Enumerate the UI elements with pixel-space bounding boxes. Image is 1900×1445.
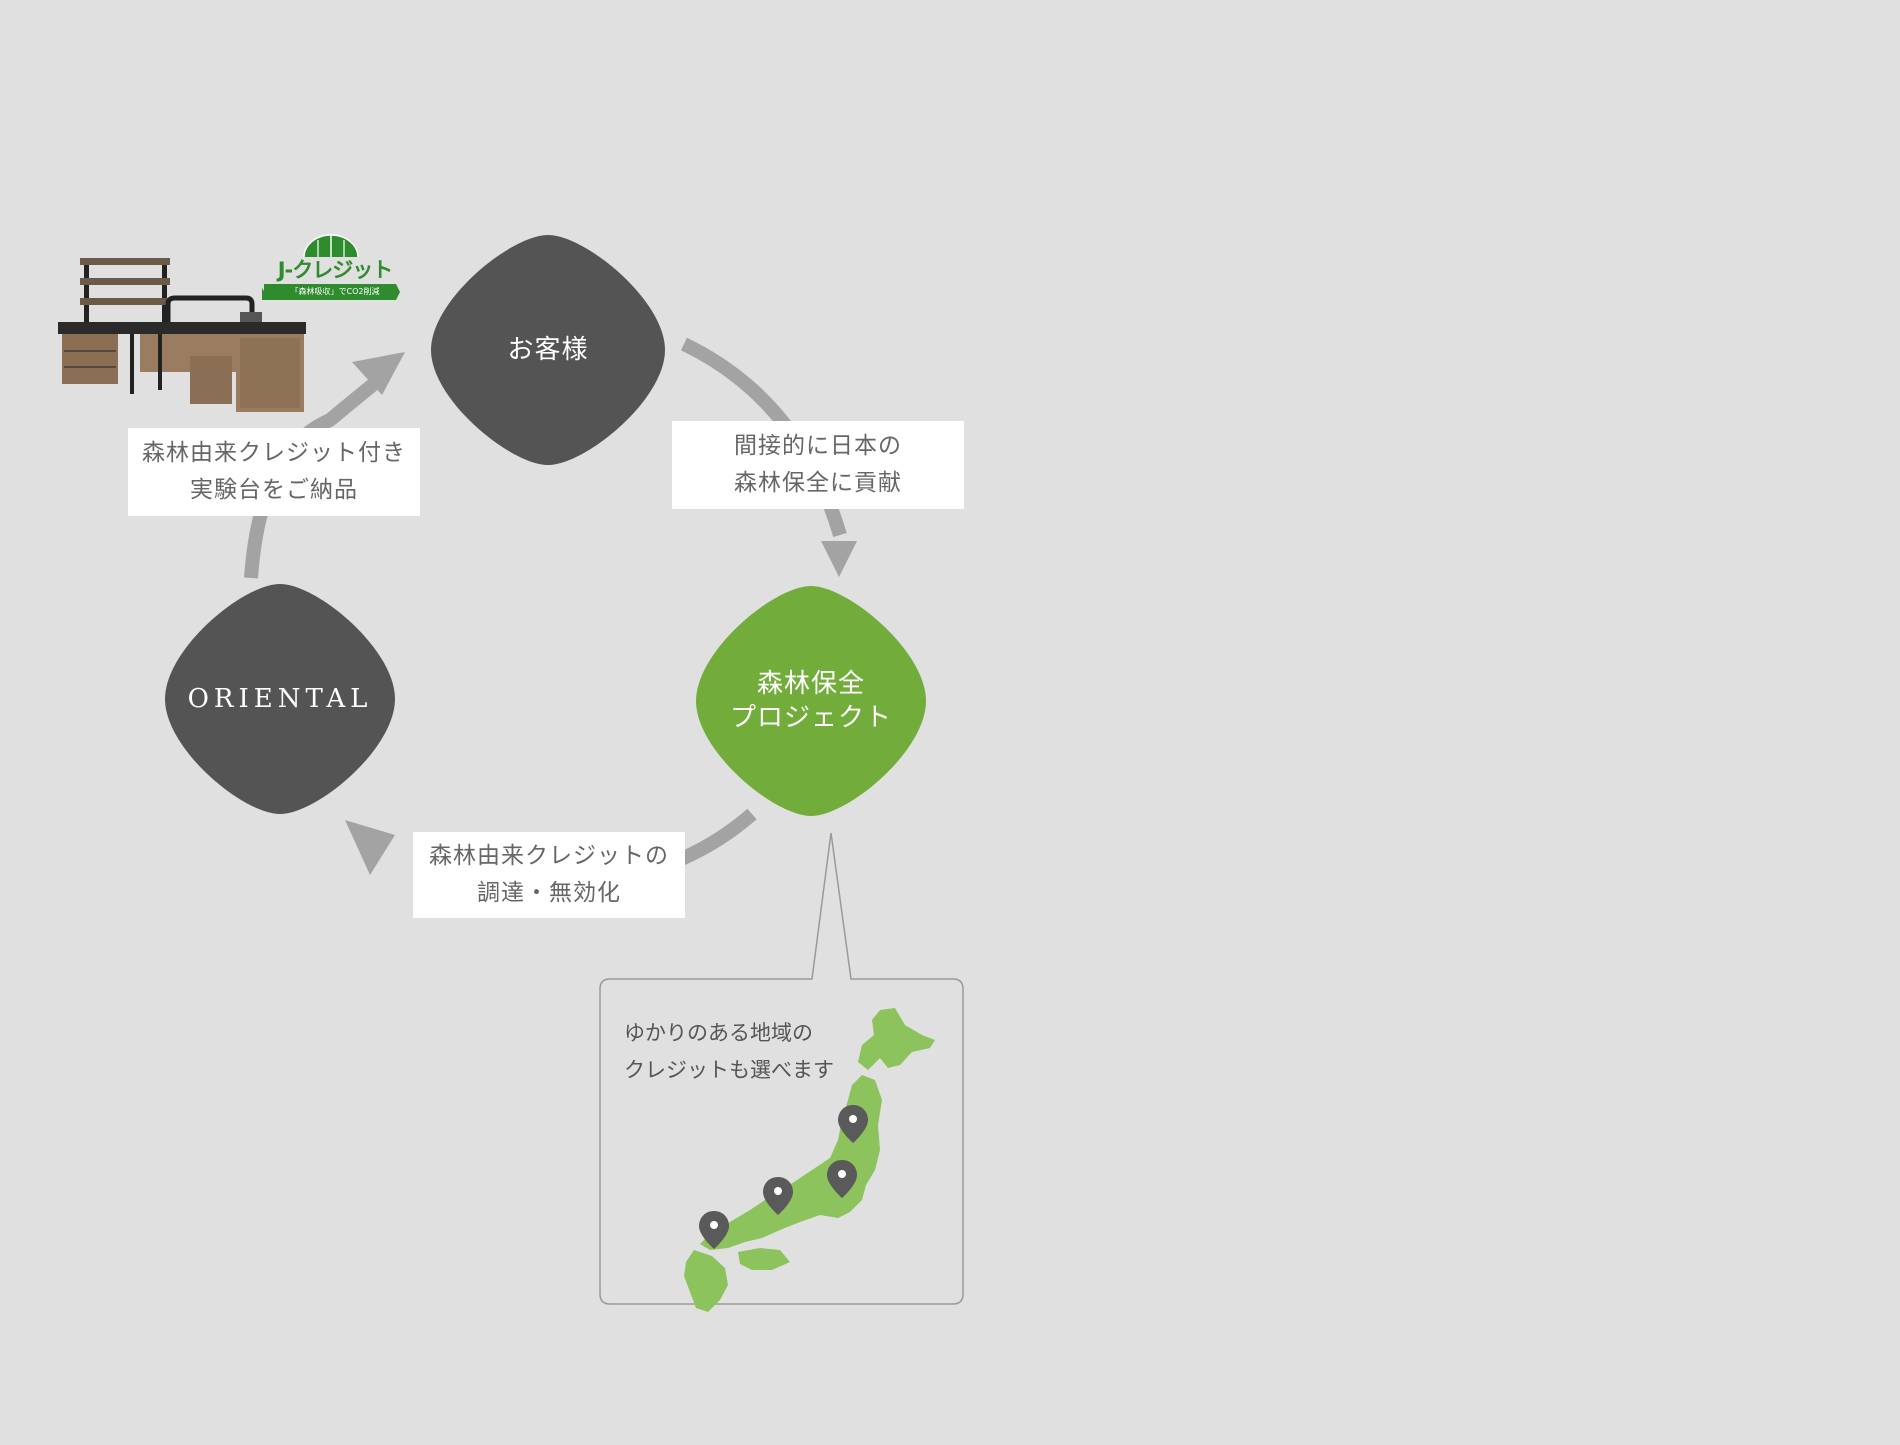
callout-text: ゆかりのある地域の クレジットも選べます — [624, 1015, 864, 1089]
forest-node-line2: プロジェクト — [729, 703, 892, 733]
forest-node-line1: 森林保全 — [756, 669, 865, 699]
oriental-node-shape — [165, 584, 395, 814]
delivery-label-line2: 実験台をご納品 — [190, 477, 358, 503]
customer-node-label: お客様 — [507, 335, 589, 365]
j-credit-logo-title: J-クレジット — [277, 258, 394, 282]
procurement-label: 森林由来クレジットの 調達・無効化 — [413, 832, 685, 918]
j-credit-logo-subtext: 「森林吸収」でCO2削減 — [272, 285, 398, 299]
map-pin-icon — [827, 1160, 857, 1198]
delivery-label-line1: 森林由来クレジット付き — [142, 440, 406, 466]
map-pin-icon — [763, 1177, 793, 1215]
japan-map — [684, 1008, 935, 1312]
arrow-oriental-to-customer — [244, 369, 390, 579]
procurement-label-line1: 森林由来クレジットの — [429, 843, 669, 869]
customer-node: お客様 — [431, 235, 665, 465]
map-pin-icon — [699, 1211, 729, 1249]
contribution-label-line2: 森林保全に貢献 — [734, 470, 902, 496]
j-credit-logo-subtitle: 「森林吸収」でCO2削減 — [290, 287, 380, 296]
forest-project-node: 森林保全 プロジェクト — [696, 586, 926, 816]
delivery-label: 森林由来クレジット付き 実験台をご納品 — [128, 428, 420, 516]
callout-line1: ゆかりのある地域の — [624, 1021, 813, 1045]
contribution-label: 間接的に日本の 森林保全に貢献 — [672, 421, 964, 509]
oriental-node: ORIENTAL — [165, 584, 395, 814]
callout-line2: クレジットも選べます — [624, 1058, 834, 1082]
arrow-head-oriental — [345, 820, 395, 875]
arrow-head-customer — [352, 352, 405, 395]
j-credit-logo — [262, 234, 400, 300]
callout-box — [599, 832, 964, 1305]
procurement-label-line2: 調達・無効化 — [477, 880, 621, 906]
contribution-label-line1: 間接的に日本の — [734, 433, 902, 459]
j-credit-logo-text: J-クレジット — [270, 256, 400, 286]
oriental-brand-label: ORIENTAL — [187, 684, 373, 714]
map-pin-icon — [838, 1105, 868, 1143]
arrow-head-forest — [821, 541, 857, 577]
forest-node-shape — [696, 586, 926, 816]
customer-node-shape — [431, 235, 665, 465]
lab-bench-image — [58, 258, 306, 412]
